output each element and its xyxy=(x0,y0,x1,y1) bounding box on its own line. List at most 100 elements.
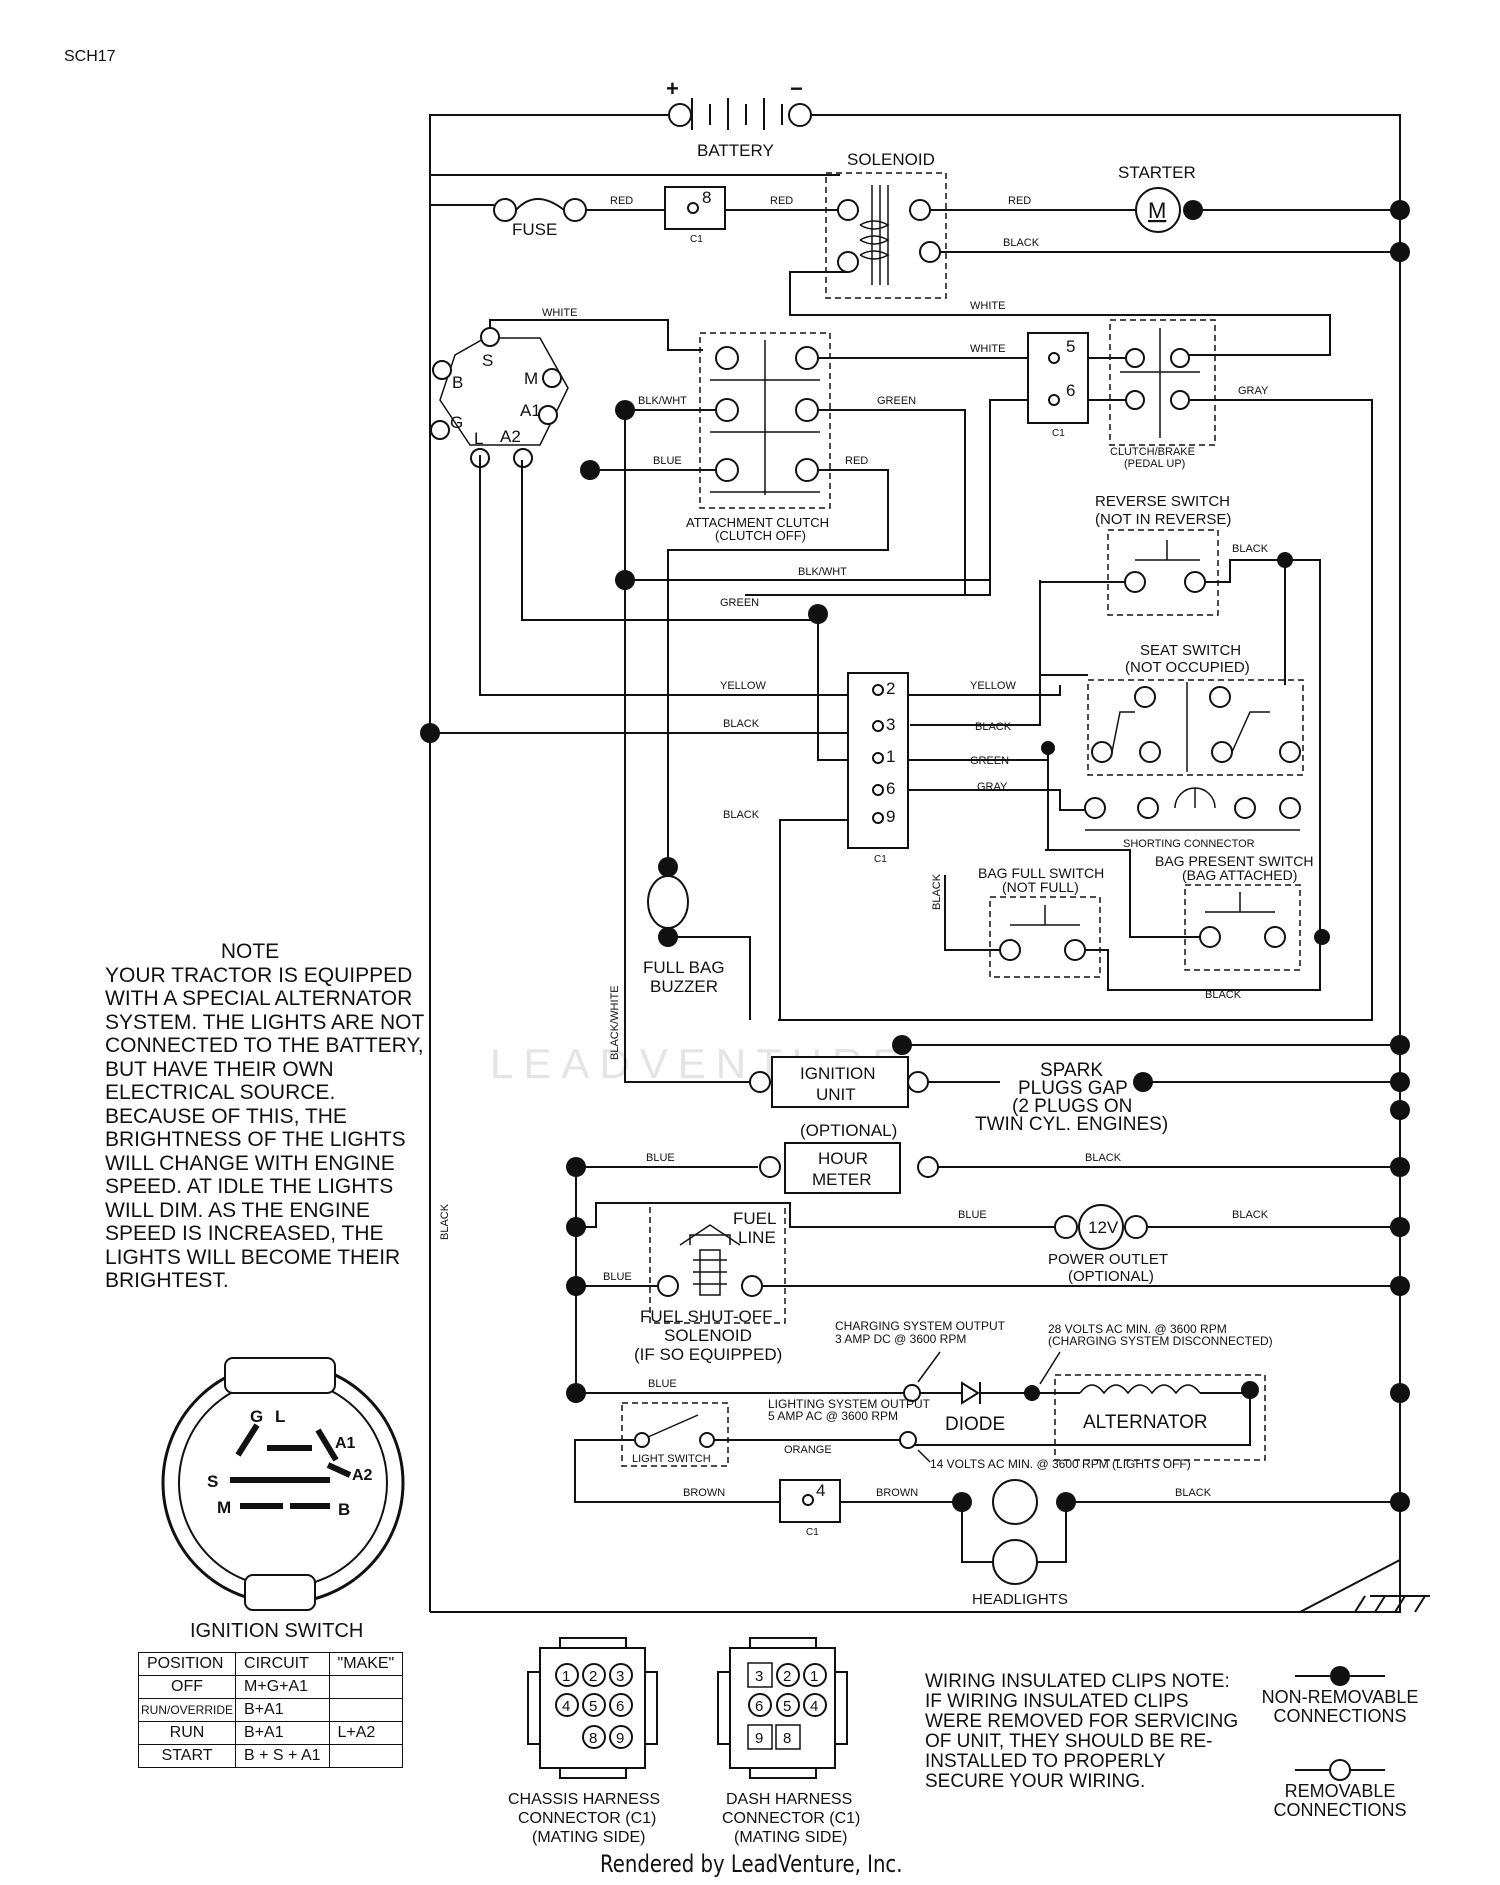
reverse-switch: REVERSE SWITCH (NOT IN REVERSE) xyxy=(1095,493,1231,616)
bus-node-hour xyxy=(1390,1157,1410,1177)
svg-text:6: 6 xyxy=(755,1698,763,1715)
c1-pin6-return-wire xyxy=(880,399,1028,596)
green-to-shorting-wire xyxy=(1047,748,1095,851)
svg-text:B: B xyxy=(452,373,463,392)
wiring-clips-note: WIRING INSULATED CLIPS NOTE: IF WIRING I… xyxy=(925,1671,1239,1792)
alternator: ALTERNATOR xyxy=(1054,1374,1266,1461)
svg-text:3: 3 xyxy=(616,1668,624,1685)
svg-text:A2: A2 xyxy=(352,1467,373,1484)
svg-text:BLK/WHT: BLK/WHT xyxy=(798,566,847,578)
table-row: RUN B+A1 L+A2 xyxy=(137,1721,404,1745)
svg-text:−: − xyxy=(790,76,803,101)
svg-text:1: 1 xyxy=(886,747,895,766)
svg-text:BLACK: BLACK xyxy=(1232,1209,1269,1221)
power-outlet-blue-wire xyxy=(576,1202,1060,1228)
svg-text:M: M xyxy=(217,1498,231,1517)
ignition-switch-face: G L A1 S A2 M B xyxy=(161,1357,405,1611)
svg-text:BLACK: BLACK xyxy=(723,718,760,730)
svg-text:SPARK: SPARK xyxy=(1040,1060,1103,1081)
note-title: NOTE xyxy=(220,940,280,963)
svg-text:2: 2 xyxy=(589,1668,597,1685)
svg-text:(OPTIONAL): (OPTIONAL) xyxy=(1068,1268,1154,1285)
svg-text:CLUTCH/BRAKE: CLUTCH/BRAKE xyxy=(1110,446,1195,458)
svg-text:9: 9 xyxy=(886,807,895,826)
svg-text:A1: A1 xyxy=(335,1435,356,1452)
svg-text:(NOT FULL): (NOT FULL) xyxy=(1002,879,1079,895)
fuse: FUSE xyxy=(493,198,587,239)
svg-text:LINE: LINE xyxy=(738,1228,776,1247)
svg-text:BLACK: BLACK xyxy=(439,1203,451,1240)
svg-text:DIODE: DIODE xyxy=(945,1414,1005,1435)
header-circuit: CIRCUIT xyxy=(235,1652,330,1676)
bag-full-switch: BAG FULL SWITCH (NOT FULL) xyxy=(978,865,1104,978)
blkwht-to-ignition-unit xyxy=(624,410,750,1083)
attachment-clutch: ATTACHMENT CLUTCH (CLUTCH OFF) xyxy=(686,332,831,543)
svg-text:BLACK: BLACK xyxy=(931,873,943,910)
svg-text:RED: RED xyxy=(770,195,793,207)
svg-text:BLACK/WHITE: BLACK/WHITE xyxy=(609,985,621,1060)
bag-full-black-wire xyxy=(944,875,1000,951)
svg-text:(MATING SIDE): (MATING SIDE) xyxy=(532,1829,645,1846)
svg-text:C1: C1 xyxy=(690,234,703,245)
svg-text:4: 4 xyxy=(562,1698,570,1715)
svg-text:9: 9 xyxy=(616,1730,624,1747)
svg-text:B: B xyxy=(338,1500,350,1519)
chassis-harness-connector: 1 2 3 4 5 6 8 9 CHASSIS HARNESS CONNECTO… xyxy=(508,1637,660,1846)
svg-text:TWIN CYL. ENGINES): TWIN CYL. ENGINES) xyxy=(975,1114,1168,1135)
svg-text:BLACK: BLACK xyxy=(975,721,1012,733)
svg-text:5 AMP AC @ 3600 RPM: 5 AMP AC @ 3600 RPM xyxy=(768,1409,898,1423)
lighting-annotation: LIGHTING SYSTEM OUTPUT 5 AMP AC @ 3600 R… xyxy=(768,1397,931,1423)
ignition-switch-schematic: S M A1 A2 L G B xyxy=(430,327,569,468)
svg-text:3 AMP DC @ 3600 RPM: 3 AMP DC @ 3600 RPM xyxy=(835,1332,966,1346)
svg-text:(OPTIONAL): (OPTIONAL) xyxy=(800,1121,897,1140)
bag-full-return-wire xyxy=(1085,808,1321,991)
svg-text:BLUE: BLUE xyxy=(648,1378,677,1390)
black-c1-pin9-wire xyxy=(779,819,848,1020)
svg-text:8: 8 xyxy=(702,188,711,207)
svg-text:BLACK: BLACK xyxy=(1175,1487,1212,1499)
legend-non-removable-symbol xyxy=(1295,1666,1385,1686)
svg-text:BAG FULL SWITCH: BAG FULL SWITCH xyxy=(978,865,1104,881)
svg-text:HEADLIGHTS: HEADLIGHTS xyxy=(972,1591,1068,1608)
starter-label: STARTER xyxy=(1118,163,1196,182)
svg-text:CHASSIS HARNESS: CHASSIS HARNESS xyxy=(508,1791,660,1808)
table-row: RUN/OVERRIDE B+A1 xyxy=(137,1698,404,1722)
svg-text:HOUR: HOUR xyxy=(818,1149,868,1168)
svg-text:BLUE: BLUE xyxy=(653,455,682,467)
c1-pins-5-6: 5 6 C1 xyxy=(1027,332,1089,439)
clutchbrake-gray-wire xyxy=(778,399,1373,1021)
svg-text:(BAG ATTACHED): (BAG ATTACHED) xyxy=(1182,867,1297,883)
frame-left-wire xyxy=(429,114,668,1612)
svg-text:8: 8 xyxy=(589,1730,597,1747)
battery-to-solenoid-wire xyxy=(429,115,840,176)
svg-text:2: 2 xyxy=(783,1668,791,1685)
svg-text:BLACK: BLACK xyxy=(1205,989,1242,1001)
fuel-terminal-right xyxy=(741,1275,763,1297)
spark-plugs: SPARK PLUGS GAP (2 PLUGS ON TWIN CYL. EN… xyxy=(975,1060,1168,1135)
full-bag-buzzer: FULL BAG BUZZER xyxy=(643,857,725,996)
brown-left-wire xyxy=(574,1439,780,1503)
alternator-lighting-wire xyxy=(912,1390,1251,1446)
c1-pin-4: 4 C1 xyxy=(779,1479,841,1538)
seat-feed-wire xyxy=(1039,580,1088,676)
reverse-right-wire xyxy=(1285,559,1321,808)
svg-text:GRAY: GRAY xyxy=(977,781,1008,793)
green-trunk-node xyxy=(808,604,828,624)
svg-text:5: 5 xyxy=(783,1698,791,1715)
blkwht-lower-node xyxy=(615,570,635,590)
svg-text:C1: C1 xyxy=(806,1527,819,1538)
ignition-switch-title: IGNITION SWITCH xyxy=(190,1620,364,1642)
yellow-right-wire xyxy=(908,685,1061,696)
svg-text:G: G xyxy=(450,413,463,432)
svg-text:CHARGING SYSTEM OUTPUT: CHARGING SYSTEM OUTPUT xyxy=(835,1319,1006,1333)
yellow-left-wire xyxy=(479,455,848,696)
dash-harness-connector: 3 2 1 6 5 4 9 8 DASH HARNESS CONNECTOR (… xyxy=(717,1637,860,1846)
svg-text:YELLOW: YELLOW xyxy=(970,680,1016,692)
hour-meter: (OPTIONAL) HOUR METER xyxy=(759,1121,939,1194)
frame-right-bus xyxy=(800,114,1401,1613)
clutch-green-wire xyxy=(745,409,966,596)
svg-text:L: L xyxy=(474,429,483,448)
svg-text:C1: C1 xyxy=(874,854,887,865)
svg-text:WHITE: WHITE xyxy=(970,343,1005,355)
